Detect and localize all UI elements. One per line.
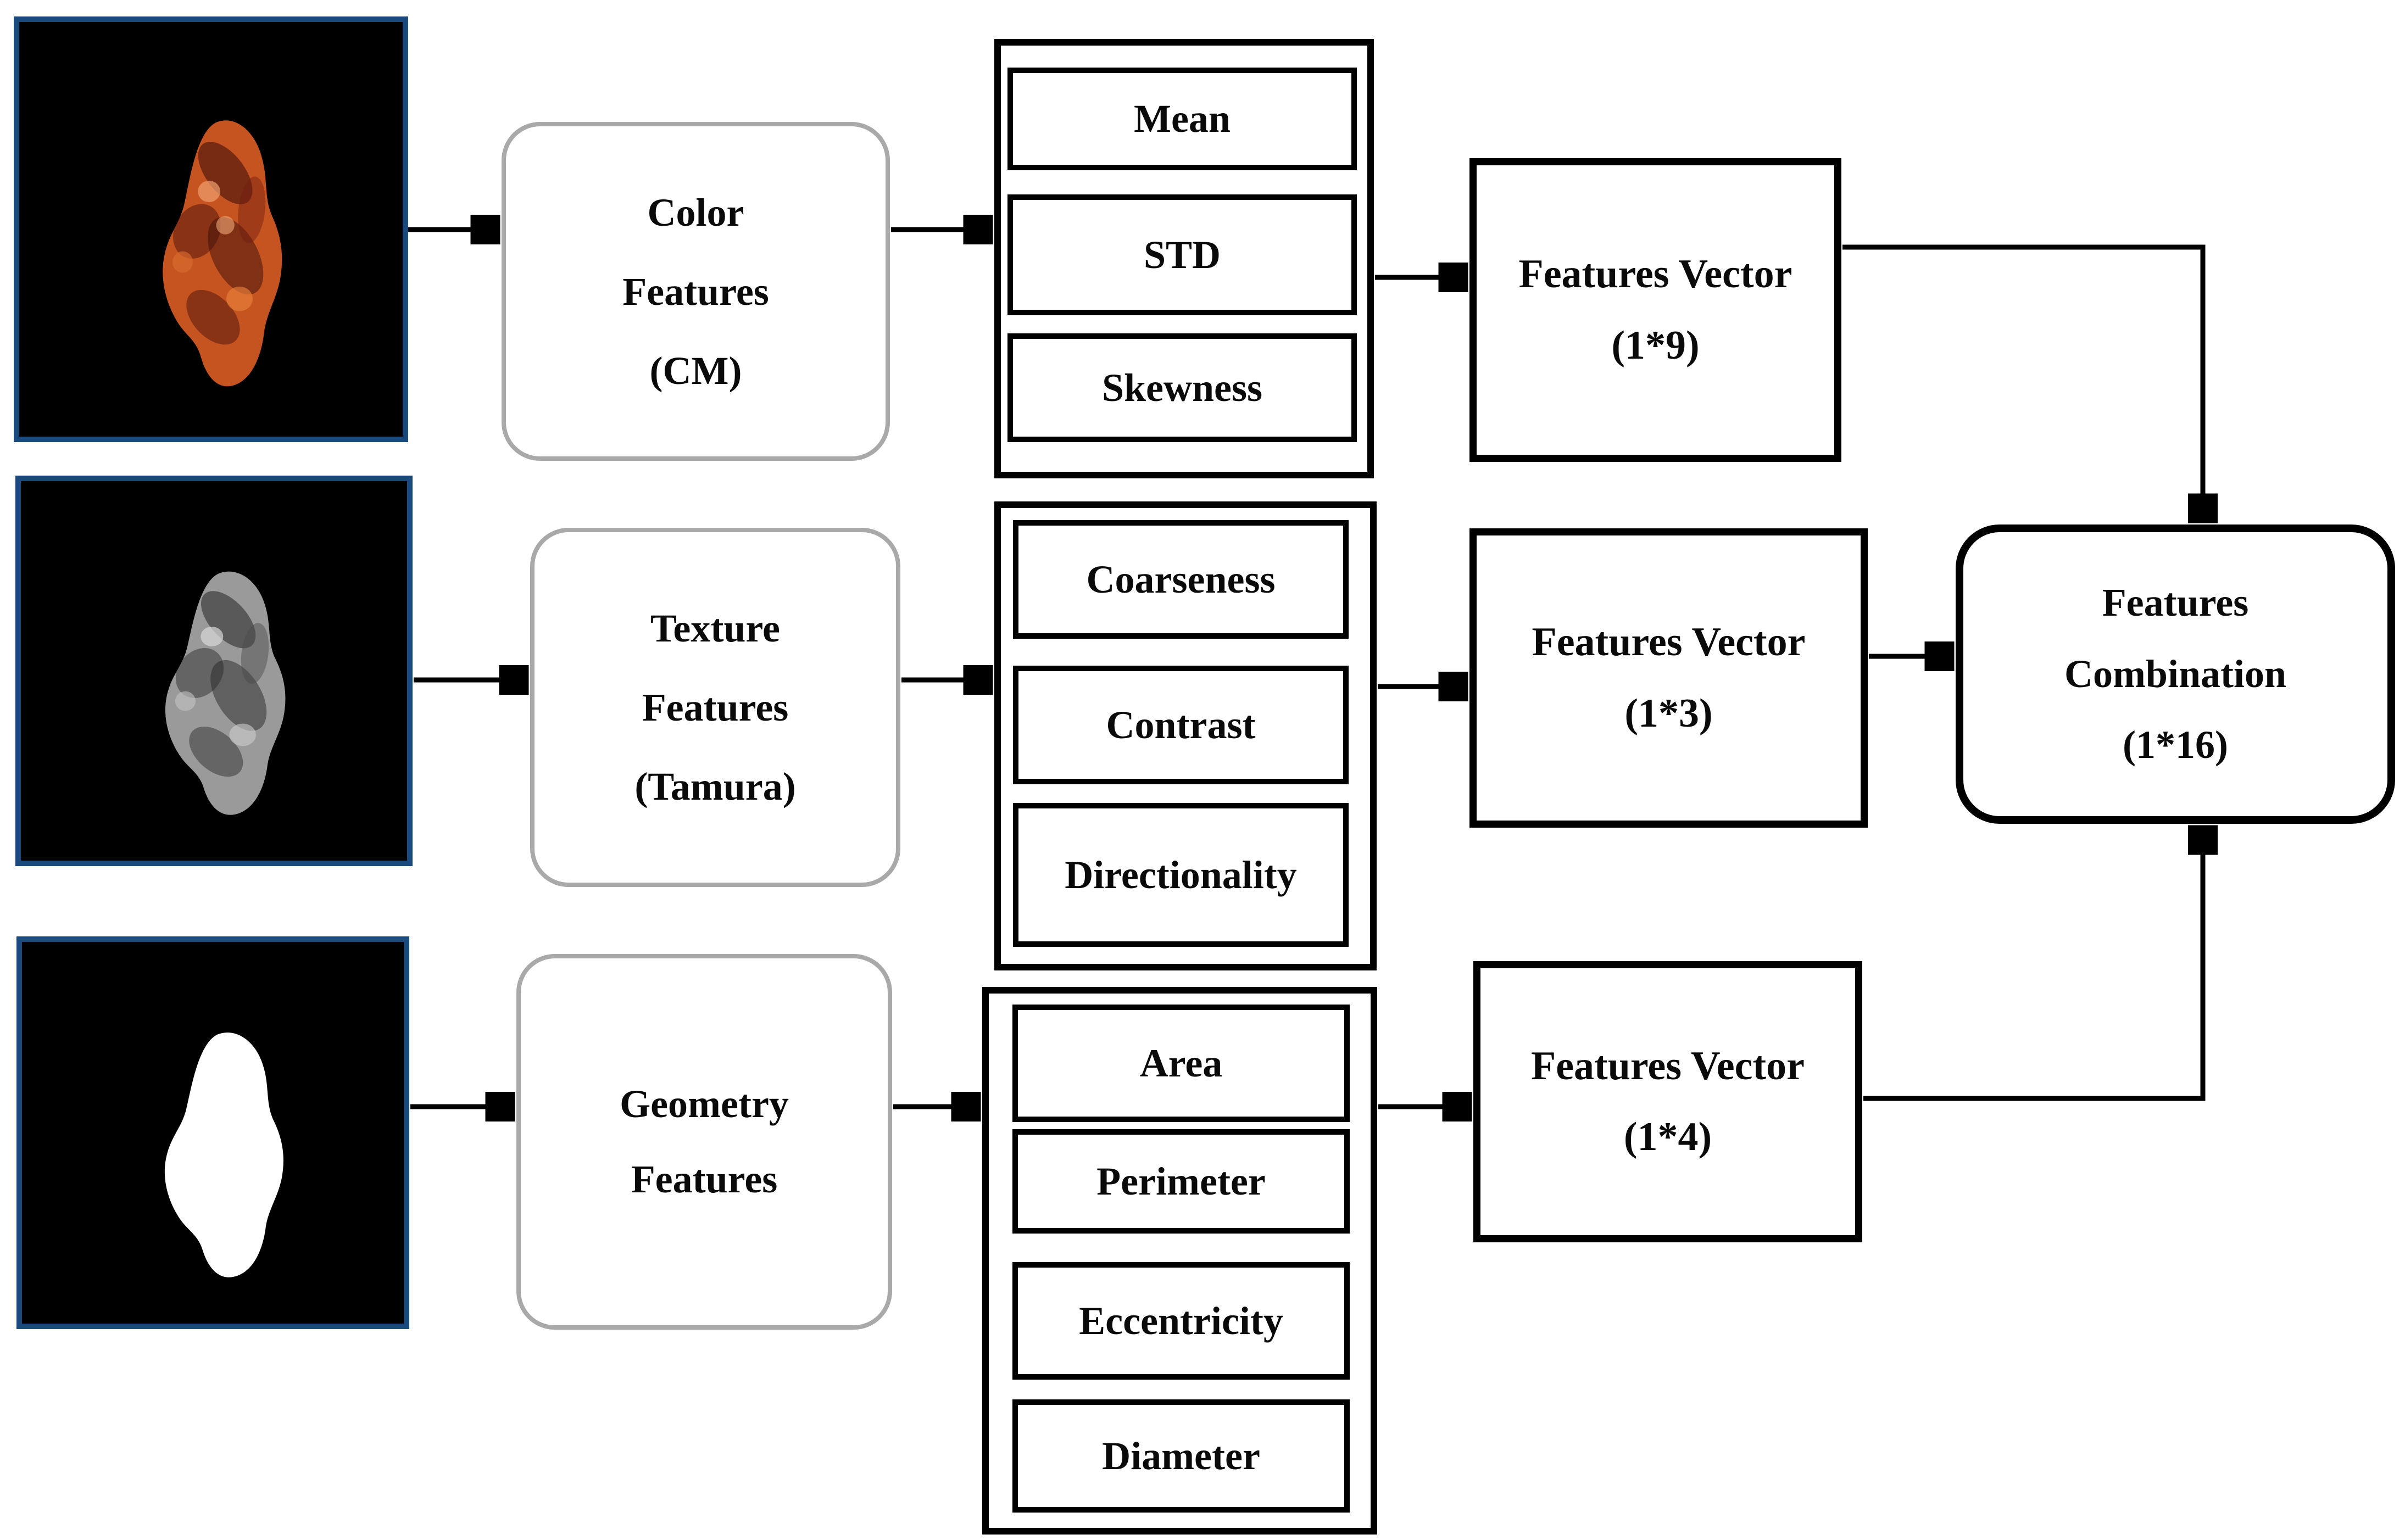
color-object-blob — [162, 120, 282, 387]
features-vector-1x3-box: Features Vector (1*3) — [1469, 528, 1868, 828]
texture-features-line2: Features — [642, 685, 789, 729]
features-combination-line1: Features — [2102, 581, 2249, 625]
feature-box-contrast: Contrast — [1013, 666, 1349, 784]
features-vector-1x4-box: Features Vector (1*4) — [1473, 961, 1862, 1242]
feature-label-coarseness: Coarseness — [1086, 557, 1276, 601]
binary-mask-image — [16, 936, 409, 1329]
feature-label-std: STD — [1143, 232, 1221, 277]
feature-label-directionality: Directionality — [1065, 852, 1297, 897]
features-vector-1x3-label: Features Vector — [1532, 620, 1806, 665]
texture-features-line1: Texture — [650, 606, 780, 650]
features-vector-1x3-size: (1*3) — [1624, 690, 1713, 736]
geometry-features-box: Geometry Features — [516, 954, 892, 1330]
feature-label-diameter: Diameter — [1102, 1433, 1260, 1478]
binary-mask-blob — [164, 1033, 283, 1277]
feature-label-area: Area — [1139, 1041, 1223, 1085]
feature-label-perimeter: Perimeter — [1096, 1159, 1266, 1203]
feature-box-std: STD — [1007, 194, 1357, 315]
features-combination-box: Features Combination (1*16) — [1956, 525, 2395, 824]
texture-features-box: Texture Features (Tamura) — [530, 528, 900, 887]
feature-box-mean: Mean — [1007, 68, 1357, 170]
feature-box-perimeter: Perimeter — [1012, 1129, 1350, 1234]
grayscale-object-blob — [165, 571, 286, 815]
feature-label-eccentricity: Eccentricity — [1079, 1298, 1283, 1343]
features-vector-1x4-label: Features Vector — [1531, 1043, 1805, 1089]
color-features-line1: Color — [647, 190, 744, 235]
features-combination-line3: (1*16) — [2123, 723, 2228, 767]
features-vector-1x4-size: (1*4) — [1623, 1114, 1712, 1159]
features-vector-1x9-size: (1*9) — [1611, 322, 1700, 368]
geometry-features-line2: Features — [631, 1157, 778, 1201]
color-features-line3: (CM) — [649, 348, 742, 393]
feature-box-directionality: Directionality — [1013, 803, 1349, 947]
feature-box-area: Area — [1012, 1005, 1350, 1122]
features-combination-line2: Combination — [2064, 651, 2287, 696]
color-features-line2: Features — [622, 269, 769, 314]
features-vector-1x9-box: Features Vector (1*9) — [1469, 158, 1841, 462]
feature-box-eccentricity: Eccentricity — [1012, 1262, 1350, 1380]
arrow-vector1x4-to-combination — [1863, 827, 2203, 1101]
texture-features-line3: (Tamura) — [634, 765, 796, 808]
arrow-vector1x9-to-combination — [1842, 244, 2203, 522]
feature-box-skewness: Skewness — [1007, 333, 1357, 442]
feature-label-skewness: Skewness — [1101, 365, 1263, 410]
feature-label-contrast: Contrast — [1106, 702, 1256, 747]
grayscale-object-image — [15, 476, 413, 866]
feature-box-diameter: Diameter — [1012, 1399, 1350, 1513]
features-vector-1x9-label: Features Vector — [1518, 252, 1792, 297]
color-object-image — [14, 16, 408, 442]
feature-box-coarseness: Coarseness — [1013, 520, 1349, 639]
color-features-box: Color Features (CM) — [502, 122, 890, 461]
geometry-features-line1: Geometry — [620, 1082, 789, 1126]
feature-label-mean: Mean — [1134, 97, 1231, 141]
